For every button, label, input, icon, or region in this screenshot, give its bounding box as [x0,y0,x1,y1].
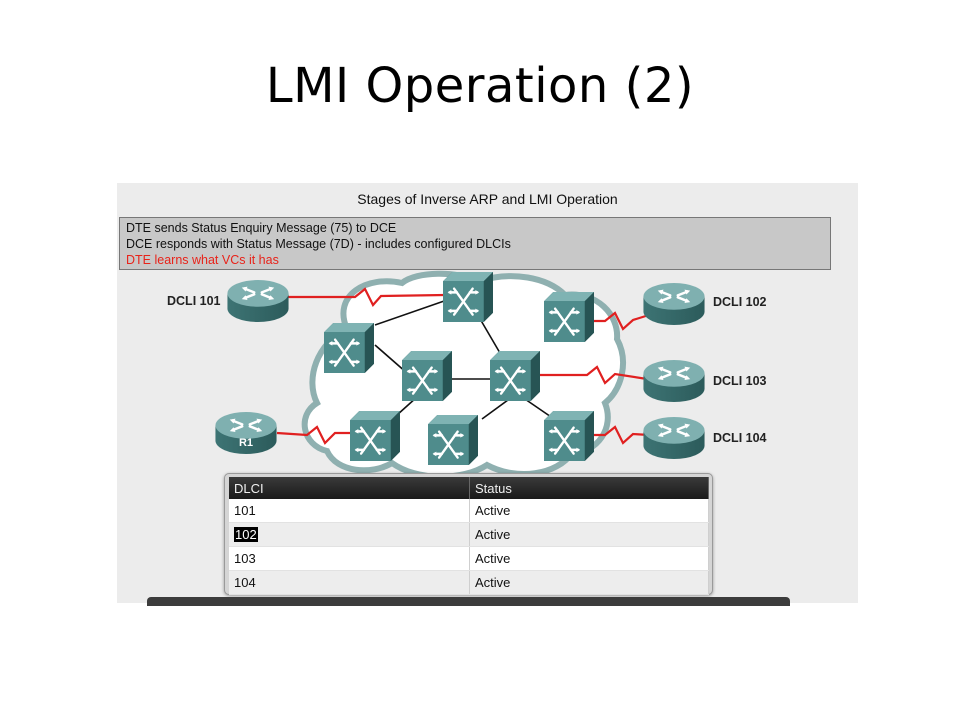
status-cell: Active [469,546,709,571]
frame-relay-switch-icon [324,323,374,373]
stage-3-active: DTE learns what VCs it has [126,253,279,267]
status-cell: Active [469,499,709,523]
frame-relay-switch-icon [544,411,594,461]
figure-title: Stages of Inverse ARP and LMI Operation [357,191,618,207]
serial-links [276,287,650,445]
stages-box: DTE sends Status Enquiry Message (75) to… [119,217,831,270]
figure-panel: Stages of Inverse ARP and LMI Operation … [117,183,858,603]
dlci-cell: 102 [229,522,470,547]
frame-relay-switch-icon [490,351,540,401]
dlci-103-label: DCLI 103 [713,374,767,388]
highlighted-dlci: 102 [234,527,258,542]
dlci-cell: 104 [229,570,470,595]
router-icon-dlci-103 [643,360,705,402]
stage-1: DTE sends Status Enquiry Message (75) to… [126,221,397,235]
table-row: 103 Active [229,546,709,571]
dlci-cell: 103 [229,546,470,571]
frame-relay-switch-icon [443,272,493,322]
dlci-104-label: DCLI 104 [713,431,767,445]
dlci-102-label: DCLI 102 [713,295,767,309]
stage-2: DCE responds with Status Message (7D) - … [126,237,511,251]
column-header-status: Status [469,477,709,499]
dlci-cell: 101 [229,499,470,523]
router-icon-dlci-102 [643,283,705,325]
status-cell: Active [469,522,709,547]
router-icon-dlci-104 [643,417,705,459]
slide-title: LMI Operation (2) [265,58,695,114]
bottom-bar [147,597,790,606]
dlci-status-table: DLCI Status 101 Active 102 Active 103 Ac… [229,477,709,595]
column-header-dlci: DLCI [229,477,470,499]
status-cell: Active [469,570,709,595]
router-icon-dlci-101 [227,280,289,322]
dlci-status-panel: DLCI Status 101 Active 102 Active 103 Ac… [224,473,713,595]
table-row: 102 Active [229,522,709,547]
frame-relay-switch-icon [402,351,452,401]
table-row: 101 Active [229,499,709,523]
frame-relay-switch-icon [350,411,400,461]
dlci-101-label: DCLI 101 [167,294,221,308]
router-r1-label: R1 [239,437,253,449]
table-header-row: DLCI Status [229,477,709,499]
frame-relay-diagram: R1 [215,270,705,480]
frame-relay-switch-icon [428,415,478,465]
frame-relay-switch-icon [544,292,594,342]
table-row: 104 Active [229,570,709,595]
